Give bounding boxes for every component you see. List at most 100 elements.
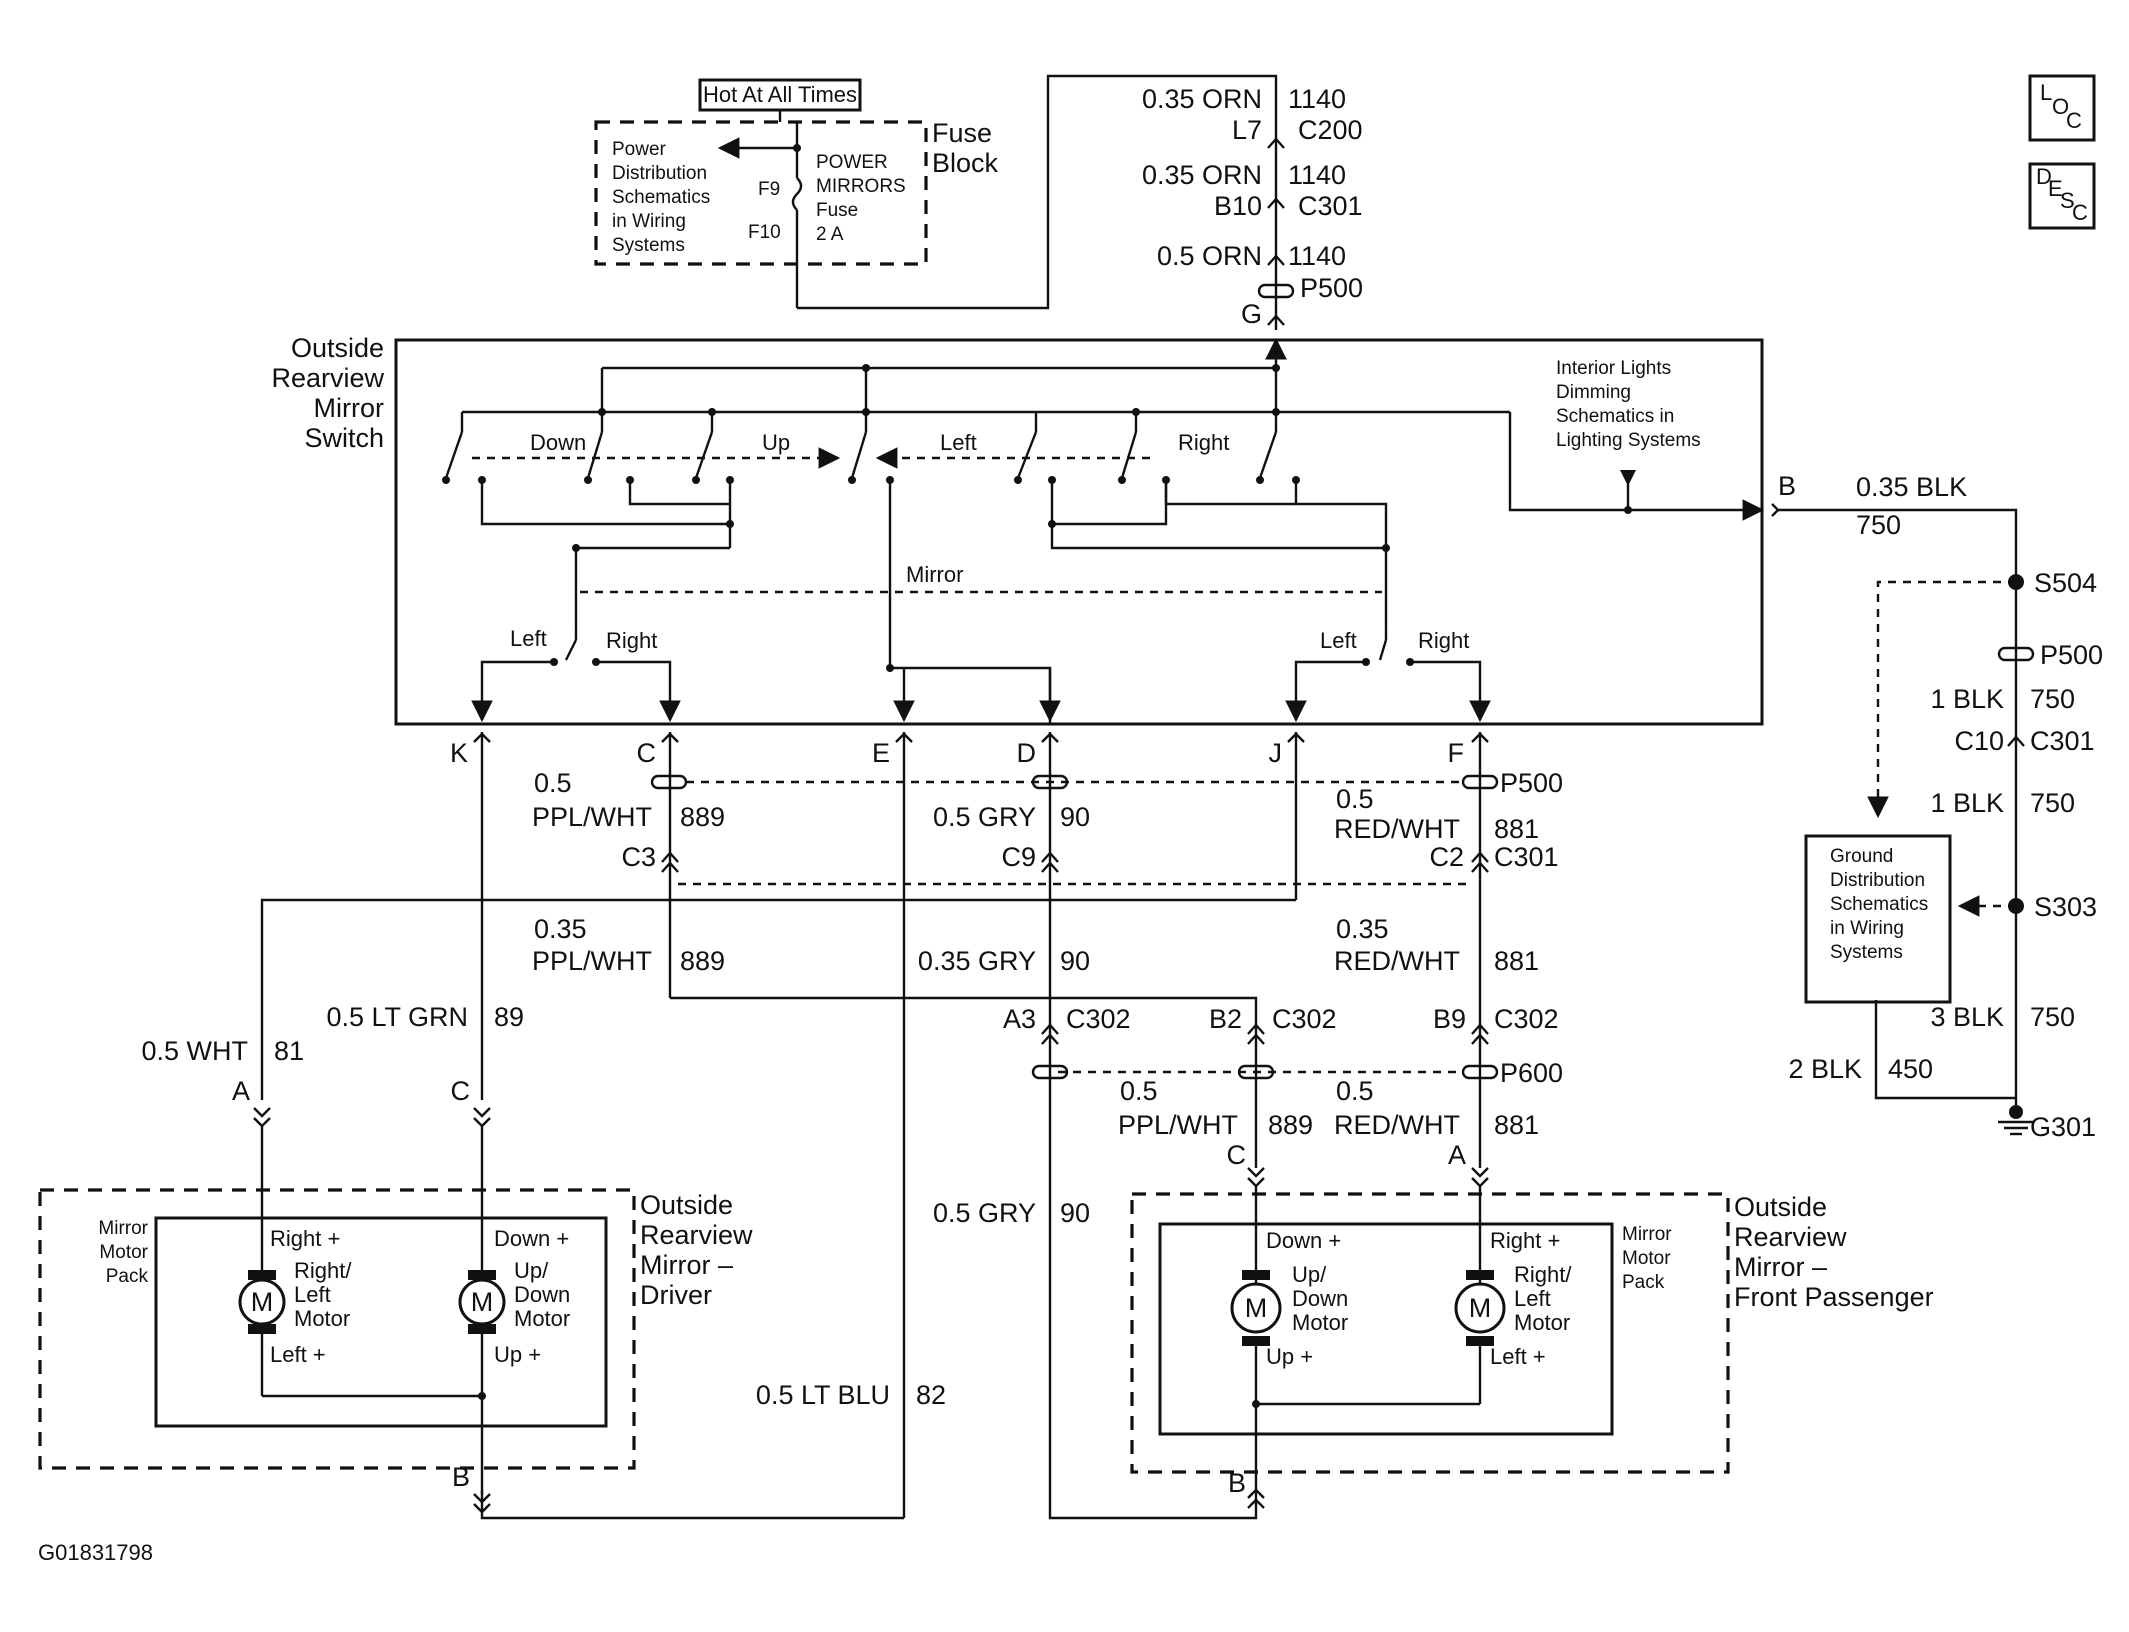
svg-text:PPL/WHT: PPL/WHT (532, 802, 652, 832)
svg-text:PPL/WHT: PPL/WHT (1118, 1110, 1238, 1140)
svg-text:82: 82 (916, 1380, 946, 1410)
svg-text:Up +: Up + (1266, 1344, 1313, 1369)
svg-text:C200: C200 (1298, 115, 1363, 145)
svg-text:Right: Right (1418, 628, 1469, 653)
svg-text:0.35: 0.35 (1336, 914, 1389, 944)
svg-text:K: K (450, 738, 468, 768)
svg-text:90: 90 (1060, 1198, 1090, 1228)
driver-mirror-outline (38, 1188, 636, 1470)
svg-text:C: C (451, 1076, 471, 1106)
passenger-mirror: Outside Rearview Mirror – Front Passenge… (1130, 1140, 1934, 1509)
svg-text:C2: C2 (1429, 842, 1464, 872)
svg-text:Motor: Motor (1514, 1310, 1570, 1335)
passenger-mirror-outline (1130, 1192, 1730, 1474)
svg-text:0.35 ORN: 0.35 ORN (1142, 160, 1262, 190)
connector-p500-feed (1257, 283, 1295, 299)
fuse-block: Hot At All Times Fuse Block Power Distri… (594, 74, 1278, 310)
svg-text:Right +: Right + (270, 1226, 340, 1251)
svg-text:Motor: Motor (294, 1306, 350, 1331)
svg-text:P600: P600 (1500, 1058, 1563, 1088)
desc-icon[interactable]: D E S C (2028, 162, 2096, 230)
svg-text:0.5: 0.5 (1336, 784, 1374, 814)
svg-text:in Wiring: in Wiring (1830, 918, 1904, 939)
svg-text:1140: 1140 (1288, 160, 1346, 190)
svg-text:C: C (2066, 108, 2082, 133)
switch-right-label: Right (1178, 430, 1229, 455)
svg-text:3 BLK: 3 BLK (1930, 1002, 2004, 1032)
svg-text:0.5 WHT: 0.5 WHT (141, 1036, 248, 1066)
svg-text:881: 881 (1494, 946, 1539, 976)
switch-down-label: Down (530, 430, 586, 455)
svg-text:1 BLK: 1 BLK (1930, 788, 2004, 818)
svg-text:O: O (2052, 94, 2069, 119)
svg-text:0.5 LT BLU: 0.5 LT BLU (756, 1380, 890, 1410)
svg-text:J: J (1269, 738, 1283, 768)
svg-text:0.5: 0.5 (1336, 1076, 1374, 1106)
dimming-note: Interior Lights Dimming Schematics in Li… (1556, 358, 1701, 451)
svg-text:0.5 LT GRN: 0.5 LT GRN (326, 1002, 468, 1032)
svg-text:Motor: Motor (99, 1242, 148, 1263)
svg-text:S504: S504 (2034, 568, 2097, 598)
mirror-switch: Outside Rearview Mirror Switch Interior … (271, 333, 1796, 768)
svg-text:D: D (2036, 164, 2052, 189)
svg-text:B9: B9 (1433, 1004, 1466, 1034)
svg-text:M: M (1469, 1293, 1492, 1323)
svg-text:Mirror –: Mirror – (1734, 1252, 1827, 1282)
svg-text:Up/: Up/ (1292, 1262, 1327, 1287)
svg-text:Fuse: Fuse (816, 200, 858, 221)
svg-text:Front Passenger: Front Passenger (1734, 1282, 1934, 1312)
harness-wires (253, 732, 1499, 1520)
loc-icon[interactable]: L O C (2028, 74, 2096, 142)
svg-text:E: E (2048, 176, 2063, 201)
svg-text:RED/WHT: RED/WHT (1334, 814, 1460, 844)
svg-text:0.5: 0.5 (534, 768, 572, 798)
svg-text:889: 889 (1268, 1110, 1313, 1140)
svg-text:Ground: Ground (1830, 846, 1893, 867)
svg-text:881: 881 (1494, 1110, 1539, 1140)
switch-up-label: Up (762, 430, 790, 455)
svg-text:C: C (1227, 1140, 1247, 1170)
svg-text:Rearview: Rearview (1734, 1222, 1847, 1252)
svg-text:Rearview: Rearview (640, 1220, 753, 1250)
passenger-motor-pack (1158, 1222, 1614, 1436)
svg-text:Systems: Systems (612, 235, 685, 256)
svg-text:L7: L7 (1232, 115, 1262, 145)
svg-text:Left: Left (1320, 628, 1357, 653)
svg-text:750: 750 (2030, 1002, 2075, 1032)
svg-text:Down: Down (1292, 1286, 1348, 1311)
svg-text:B2: B2 (1209, 1004, 1242, 1034)
power-mirrors-fuse-label: POWER MIRRORS Fuse 2 A (816, 152, 906, 245)
svg-text:0.5 ORN: 0.5 ORN (1157, 241, 1262, 271)
svg-text:2 A: 2 A (816, 224, 844, 245)
svg-text:750: 750 (2030, 684, 2075, 714)
svg-text:PPL/WHT: PPL/WHT (532, 946, 652, 976)
svg-text:C: C (2072, 200, 2088, 225)
figure-id: G01831798 (38, 1540, 153, 1565)
svg-text:0.35: 0.35 (534, 914, 587, 944)
svg-text:C302: C302 (1272, 1004, 1337, 1034)
svg-text:0.35 BLK: 0.35 BLK (1856, 472, 1967, 502)
svg-text:B10: B10 (1214, 191, 1262, 221)
svg-text:M: M (1245, 1293, 1268, 1323)
svg-text:Up/: Up/ (514, 1258, 549, 1283)
svg-text:G: G (1241, 299, 1262, 329)
svg-text:Left: Left (510, 626, 547, 651)
driver-mirror: Outside Rearview Mirror – Driver Mirror … (38, 1076, 753, 1514)
svg-text:A: A (232, 1076, 250, 1106)
connector-c301-ground (2007, 735, 2025, 747)
svg-text:C302: C302 (1494, 1004, 1559, 1034)
svg-text:RED/WHT: RED/WHT (1334, 946, 1460, 976)
svg-text:S: S (2060, 188, 2075, 213)
svg-text:Down +: Down + (494, 1226, 569, 1251)
mirror-switch-outline (394, 338, 1764, 726)
svg-text:Pack: Pack (1622, 1272, 1665, 1293)
svg-text:C301: C301 (1298, 191, 1363, 221)
feed-circuit-1140: 0.35 ORN 1140 L7 C200 0.35 ORN 1140 B10 … (1142, 84, 1363, 330)
svg-text:Left +: Left + (1490, 1344, 1546, 1369)
svg-text:Mirror: Mirror (314, 393, 384, 423)
svg-text:0.35 GRY: 0.35 GRY (918, 946, 1036, 976)
svg-text:Right +: Right + (1490, 1228, 1560, 1253)
driver-right-left-motor: M (238, 1270, 286, 1334)
direction-switch-contacts (442, 412, 1300, 484)
svg-text:M: M (471, 1287, 494, 1317)
